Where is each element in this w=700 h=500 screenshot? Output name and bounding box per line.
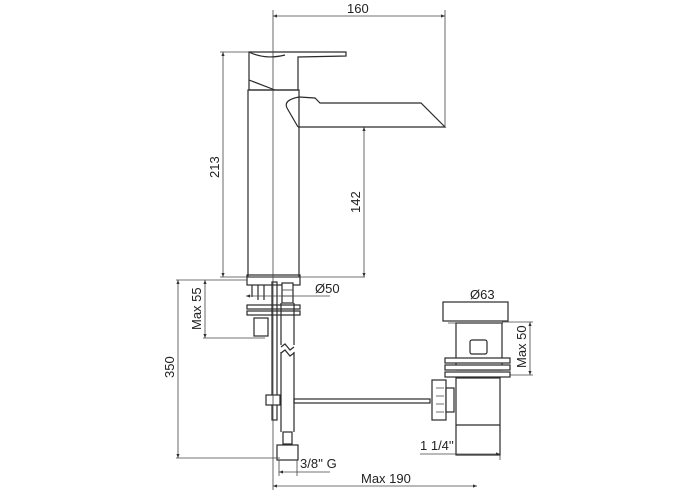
- dim-total-height: 213: [207, 156, 222, 178]
- dim-hose-length: 350: [162, 356, 177, 378]
- dim-waste-diameter: Ø63: [470, 287, 495, 302]
- faucet-body: [246, 51, 447, 286]
- dim-max-deck-thickness: Max 55: [189, 287, 204, 330]
- under-deck-assembly: [246, 281, 431, 461]
- dimension-lines: [176, 10, 533, 490]
- dim-hose-connection: 3/8'' G: [300, 456, 337, 471]
- dim-base-diameter: Ø50: [315, 281, 340, 296]
- pop-up-waste: [431, 301, 511, 456]
- dim-waste-thread: 1 1/4'': [420, 438, 454, 453]
- dim-waste-max-height: Max 50: [514, 325, 529, 368]
- dim-spout-reach: 160: [347, 1, 369, 16]
- dim-spout-height: 142: [348, 191, 363, 213]
- dim-max-rod-length: Max 190: [361, 471, 411, 486]
